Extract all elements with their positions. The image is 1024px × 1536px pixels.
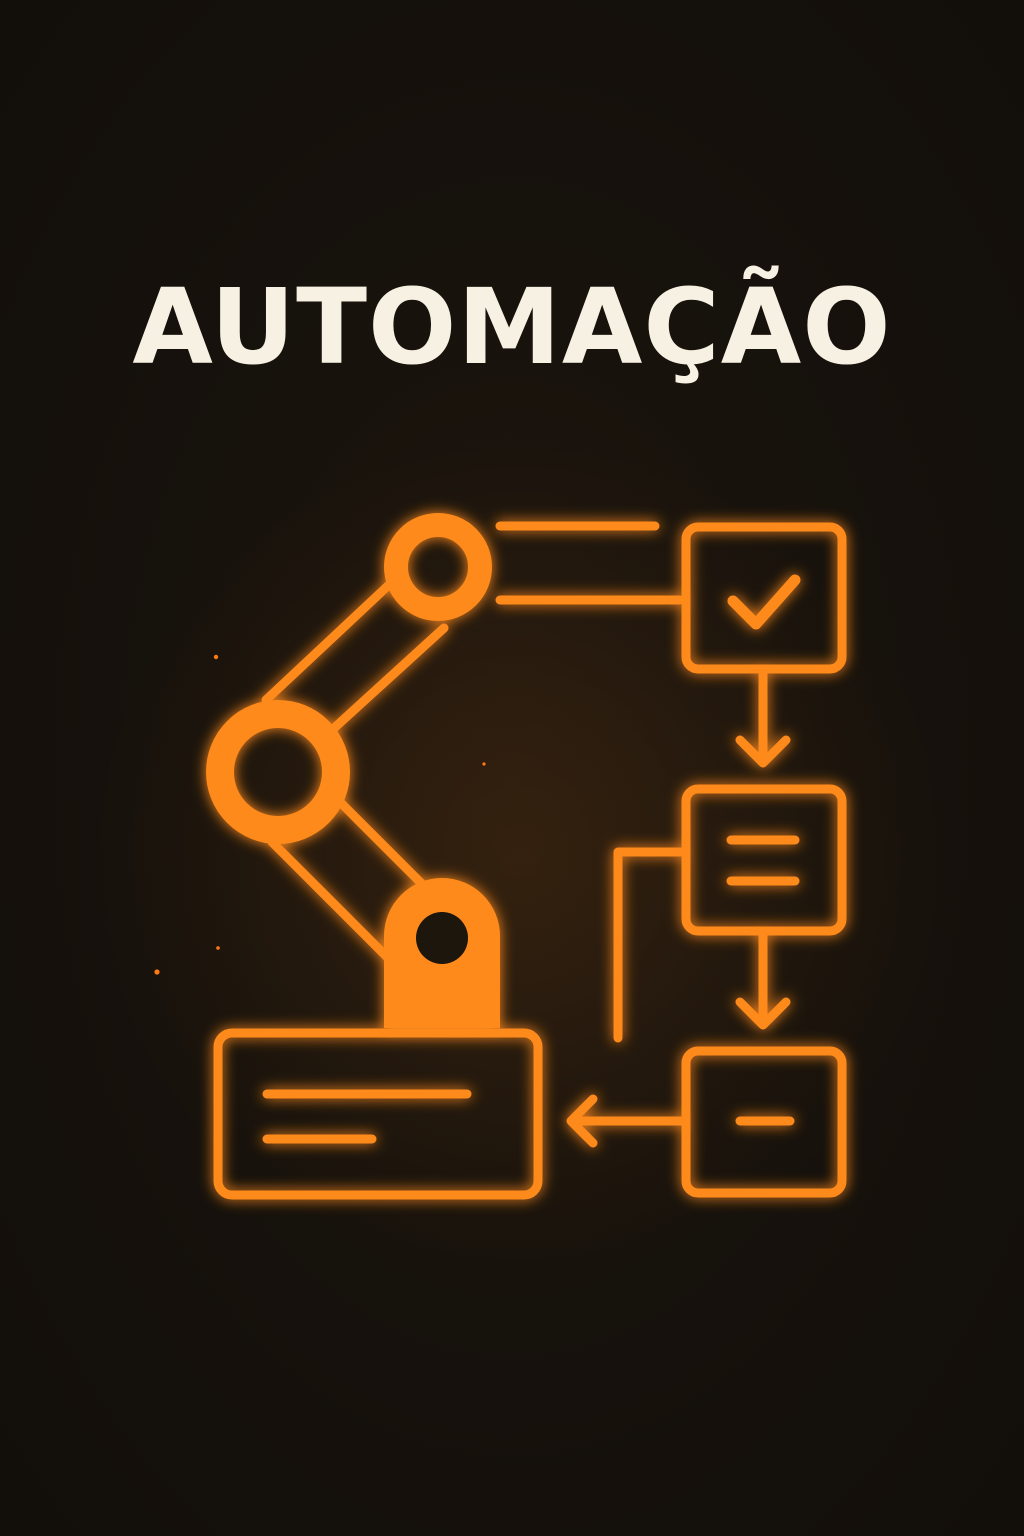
checklist-box xyxy=(681,522,847,674)
process-box xyxy=(681,784,847,936)
flowchart-icon xyxy=(566,522,847,1198)
sparkle xyxy=(154,969,160,975)
sparkle xyxy=(482,762,486,766)
arrow-down-icon xyxy=(735,735,791,768)
robotic-arm-icon xyxy=(261,521,685,963)
lower-link-inner-edge xyxy=(333,795,435,897)
background-glow xyxy=(90,440,950,1280)
sparkle xyxy=(213,654,219,660)
poster-title: AUTOMAÇÃO xyxy=(132,266,892,388)
sparkle xyxy=(216,946,220,950)
base-panel xyxy=(213,1028,543,1200)
middle-joint xyxy=(206,700,350,844)
forearm-inner-edge xyxy=(327,623,449,735)
checkmark-icon xyxy=(727,574,801,630)
forearm-outer-edge xyxy=(261,577,397,705)
sparkles xyxy=(154,654,486,975)
arrow-left-icon xyxy=(566,1094,598,1148)
arrow-down-icon-2 xyxy=(735,997,791,1030)
top-joint xyxy=(384,513,492,621)
base-pillar-hole xyxy=(416,912,468,964)
lower-link-outer-edge xyxy=(267,837,393,963)
side-connector xyxy=(613,847,687,1043)
